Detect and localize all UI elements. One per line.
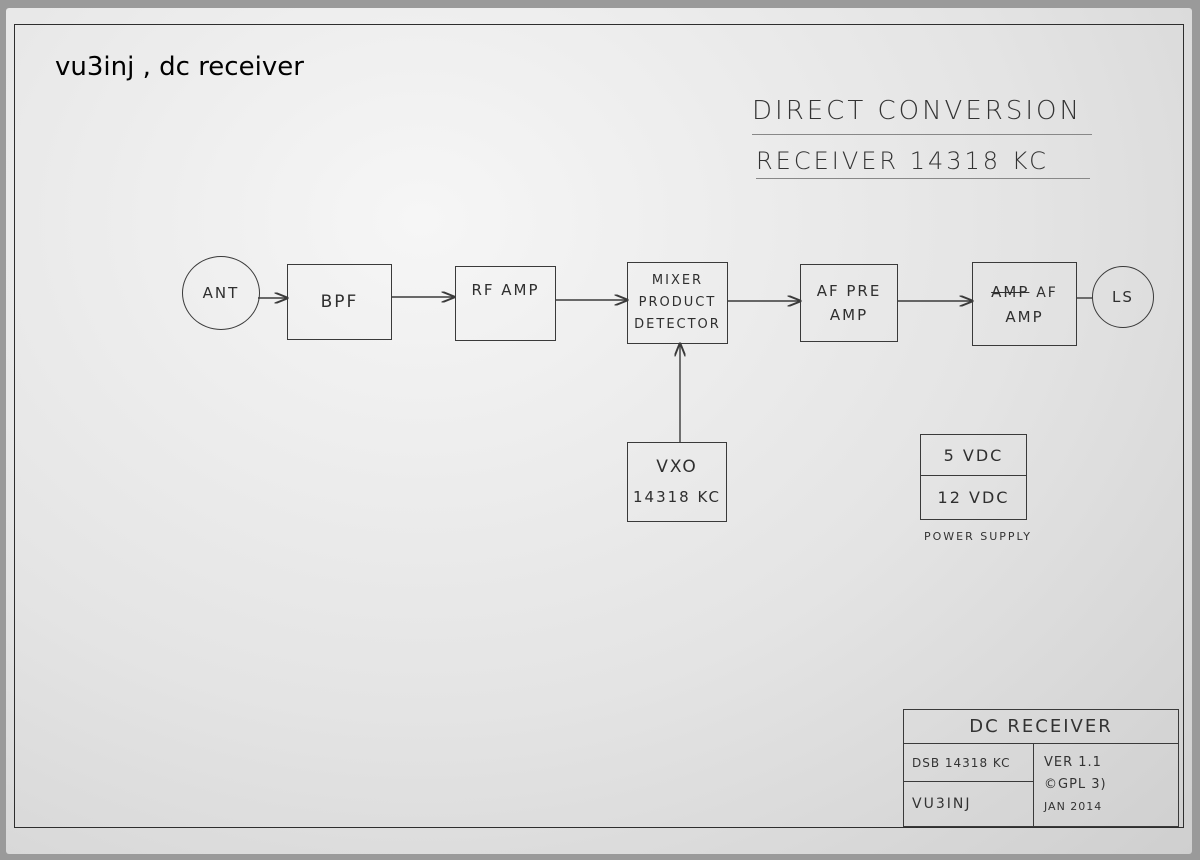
title-block-name: DC RECEIVER	[969, 716, 1113, 737]
photo-caption: vu3inj , dc receiver	[55, 52, 304, 82]
power-5v-label: 5 VDC	[943, 445, 1004, 465]
antenna-label: ANT	[202, 284, 240, 302]
vxo-frequency: 14318 KC	[633, 488, 721, 506]
title-underline-2	[756, 178, 1090, 179]
power-12v-row: 12 VDC	[921, 476, 1026, 519]
rf-amp-label: RF AMP	[471, 281, 540, 299]
detector-label: DETECTOR	[634, 317, 721, 332]
product-label: PRODUCT	[638, 295, 717, 310]
title-block-name-cell: DC RECEIVER	[904, 710, 1178, 744]
mixer-label: MIXER	[651, 273, 704, 288]
power-12v-label: 12 VDC	[937, 488, 1010, 507]
title-block-author-cell: VU3INJ	[904, 782, 1034, 826]
title-block-info-cell: VER 1.1 ©GPL 3) JAN 2014	[1034, 744, 1178, 826]
loudspeaker-node: LS	[1092, 266, 1154, 328]
title-block-mode-cell: DSB 14318 KC	[904, 744, 1034, 782]
power-supply-caption: POWER SUPPLY	[924, 530, 1032, 543]
vxo-block: VXO 14318 KC	[627, 442, 727, 522]
bpf-block: BPF	[287, 264, 392, 340]
power-5v-row: 5 VDC	[921, 435, 1026, 476]
drawing-border	[14, 24, 1184, 828]
struck-text: AMP	[991, 282, 1030, 301]
bpf-label: BPF	[320, 292, 359, 312]
paper-sheet	[6, 8, 1192, 854]
title-block-author: VU3INJ	[912, 796, 972, 812]
loudspeaker-label: LS	[1112, 288, 1134, 306]
af-pre-amp-block: AF PRE AMP	[800, 264, 898, 342]
af-insert-label: AF	[1036, 284, 1058, 301]
af-pre-label: AF PRE	[816, 282, 882, 300]
diagram-title-line2: RECEIVER 14318 KC	[756, 147, 1049, 175]
vxo-label: VXO	[656, 457, 698, 477]
antenna-node: ANT	[182, 256, 260, 330]
title-underline-1	[752, 134, 1092, 135]
title-block: DC RECEIVER DSB 14318 KC VU3INJ VER 1.1 …	[903, 709, 1179, 827]
af-amp-block: AMP AF AMP	[972, 262, 1077, 346]
rf-amp-block: RF AMP	[455, 266, 556, 341]
title-block-license: ©GPL 3)	[1044, 777, 1107, 792]
af-pre-amp-label: AMP	[829, 306, 869, 324]
af-amp-label: AMP	[1005, 307, 1044, 326]
diagram-title-line1: DIRECT CONVERSION	[752, 96, 1082, 126]
af-amp-correction: AMP AF	[991, 280, 1058, 305]
mixer-product-detector-block: MIXER PRODUCT DETECTOR	[627, 262, 728, 344]
title-block-date: JAN 2014	[1044, 800, 1103, 813]
title-block-mode: DSB 14318 KC	[912, 755, 1011, 770]
title-block-version: VER 1.1	[1044, 755, 1102, 770]
power-supply-block: 5 VDC 12 VDC	[920, 434, 1027, 520]
